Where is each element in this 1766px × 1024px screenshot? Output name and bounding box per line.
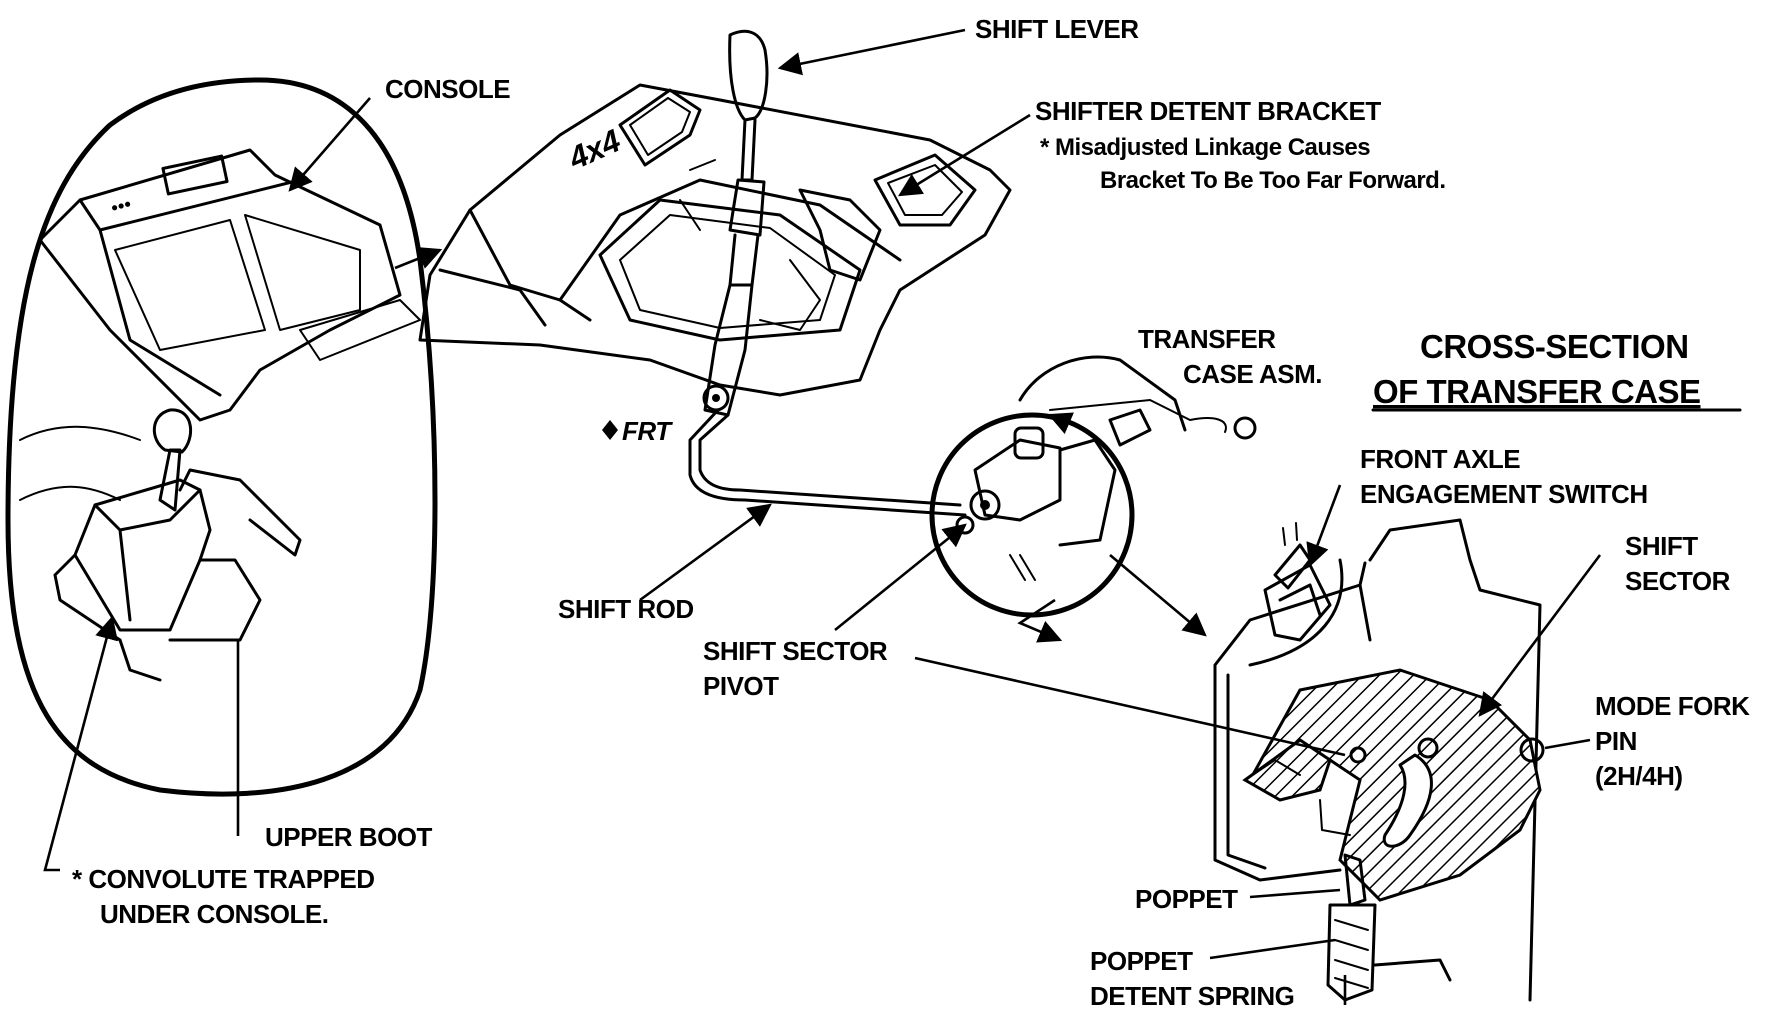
mode-fork-pin-dot <box>1519 737 1545 763</box>
shift-rod-label: SHIFT ROD <box>558 594 694 624</box>
mode-fork-label-line1: MODE FORK <box>1595 691 1750 721</box>
transfer-case-label-line2: CASE ASM. <box>1183 359 1322 389</box>
shift-rod-illustration <box>698 413 962 507</box>
transfer-case-detail <box>929 355 1257 643</box>
shift-sector-label-line2: SECTOR <box>1625 566 1731 596</box>
poppet-label: POPPET <box>1135 884 1238 914</box>
cross-section-title-line2: OF TRANSFER CASE <box>1373 373 1701 410</box>
detent-bracket-illustration <box>679 159 882 331</box>
console-detail-group: ●●● <box>5 77 438 797</box>
poppet-spring-label-line2: DETENT SPRING <box>1090 981 1294 1011</box>
detent-note-line2: Bracket To Be Too Far Forward. <box>1100 167 1446 194</box>
console-badge-4x4: 4x4 <box>562 122 626 177</box>
shifter-detent-bracket-label: SHIFTER DETENT BRACKET <box>1035 96 1381 126</box>
console-illustration: ●●● <box>38 148 421 422</box>
cross-section-illustration <box>1213 518 1545 1002</box>
labels: SHIFT LEVER CONSOLE SHIFTER DETENT BRACK… <box>72 14 1751 1011</box>
convolute-note-line1: * CONVOLUTE TRAPPED <box>72 864 375 894</box>
front-axle-label-line1: FRONT AXLE <box>1360 444 1520 474</box>
mode-fork-label-line3: (2H/4H) <box>1595 761 1683 791</box>
upper-boot-label: UPPER BOOT <box>265 822 433 852</box>
transfer-case-label-line1: TRANSFER <box>1138 324 1276 354</box>
detent-note-line1: * Misadjusted Linkage Causes <box>1040 134 1370 161</box>
mode-fork-label-line2: PIN <box>1595 726 1637 756</box>
detail-oval-outline <box>5 77 438 797</box>
shift-lever-label: SHIFT LEVER <box>975 14 1139 44</box>
convolute-note-line2: UNDER CONSOLE. <box>100 899 328 929</box>
console-label: CONSOLE <box>385 74 510 104</box>
detail-to-main-arrow <box>394 246 443 270</box>
front-direction-marker: FRT <box>602 416 674 446</box>
frt-label: FRT <box>622 416 673 446</box>
leader-lines <box>43 28 1602 1005</box>
poppet-spring-label-line1: POPPET <box>1090 946 1193 976</box>
shift-sector-pivot-label-line2: PIVOT <box>703 671 779 701</box>
front-axle-label-line2: ENGAGEMENT SWITCH <box>1360 479 1648 509</box>
cross-section-title-line1: CROSS-SECTION <box>1420 328 1689 365</box>
poppet-illustration <box>1326 853 1452 1002</box>
svg-text:●●●: ●●● <box>109 196 132 215</box>
shift-sector-label-line1: SHIFT <box>1625 531 1698 561</box>
shift-sector-pivot-label-line1: SHIFT SECTOR <box>703 636 888 666</box>
upper-boot-illustration <box>19 408 302 682</box>
